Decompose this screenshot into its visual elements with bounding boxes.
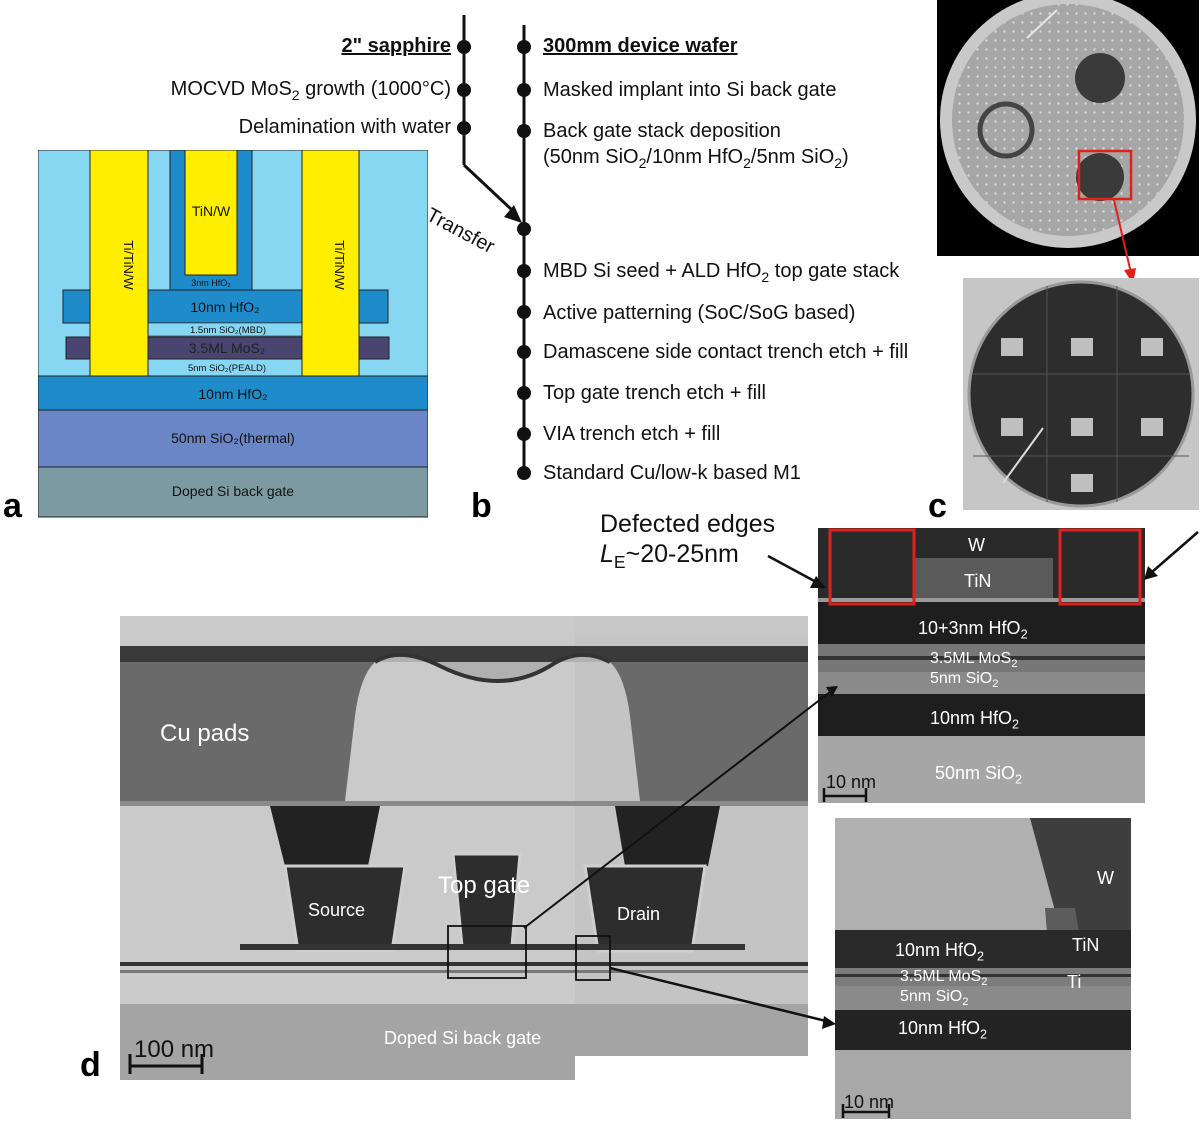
panel-a-svg: TiN/W 3nm HfO₂ 10nm HfO₂ 1.5nm SiO₂(MBD)… [37,149,429,518]
tem-inset-bottom [835,818,1131,1119]
label-top-gate: Top gate [438,872,531,899]
defect-box-left [828,528,916,606]
tem-inset-top [818,528,1145,803]
panel-label-c: c [928,487,947,525]
label-source: Source [308,900,366,920]
flow-right-step-3b: (50nm SiO2/10nm HfO2/5nm SiO2) [543,146,849,171]
label-drain: Drain [617,904,661,924]
inset-top-label-hfo2-bottom: 10nm HfO2 [930,708,1020,732]
panel-b-flow-lines [457,15,531,480]
panel-a-stack-diagram: TiN/W 3nm HfO₂ 10nm HfO₂ 1.5nm SiO₂(MBD)… [37,149,429,518]
zoom-box-top-gate [447,925,527,979]
label-hfo2-3nm: 3nm HfO₂ [191,278,231,288]
inset-bottom-label-hfo2-top: 10nm HfO2 [895,940,985,964]
layer-doped-si [37,466,429,518]
inset-top-label-sio2: 5nm SiO2 [930,670,999,691]
flow-right-step-3: Back gate stack deposition [543,120,781,142]
inset-top-label-tin: TiN [964,571,992,591]
flow-left-step-3: Delamination with water [238,116,451,138]
panel-label-d: d [80,1046,101,1084]
inset-bottom-label-w: W [1097,868,1114,888]
label-ti-tin-w-right: Ti/TiN/W [332,240,347,290]
label-tin-w: TiN/W [192,203,231,219]
label-scale-100nm: 100 nm [134,1036,215,1063]
label-defected-edges: Defected edges [600,510,776,538]
flow-right-step-7: Top gate trench etch + fill [543,382,766,404]
inset-top-label-hfo2-top: 10+3nm HfO2 [918,618,1028,642]
label-sio2-peald: 5nm SiO₂(PEALD) [188,363,266,374]
label-cu-pads: Cu pads [160,720,250,747]
flow-right-step-8: VIA trench etch + fill [543,423,721,445]
tem-main-image [120,616,808,1080]
inset-top-scale: 10 nm [826,772,877,792]
inset-top-label-w: W [968,535,985,555]
flow-right-step-2: Masked implant into Si back gate [543,79,837,101]
panel-label-b: b [471,487,492,525]
transfer-arrow-head [504,205,522,223]
label-ti-tin-w-left: Ti/TiN/W [121,240,136,290]
inset-top-label-mos2: 3.5ML MoS2 [930,650,1018,671]
flow-right-step-4: MBD Si seed + ALD HfO2 top gate stack [543,260,900,285]
zoom-box-edge [575,935,611,981]
defect-box-right [1058,528,1142,606]
flow-left-step-1: 2" sapphire [341,35,451,57]
label-sio2-thermal: 50nm SiO₂(thermal) [171,430,295,446]
layer-top-gate-tin-w [184,149,238,276]
inset-bottom-label-hfo2-bottom: 10nm HfO2 [898,1018,988,1042]
inset-top-label-sio2-50: 50nm SiO2 [935,763,1023,787]
label-edge-length: LE~20-25nm [600,540,739,572]
flow-left-step-2: MOCVD MoS2 growth (1000°C) [170,78,451,103]
flow-right-step-9: Standard Cu/low-k based M1 [543,462,801,484]
label-hfo2-10nm-top: 10nm HfO₂ [190,299,259,315]
inset-bottom-label-ti: Ti [1067,972,1082,992]
inset-bottom-label-mos2: 3.5ML MoS2 [900,968,988,989]
inset-bottom-label-tin: TiN [1072,935,1100,955]
label-sio2-mbd: 1.5nm SiO₂(MBD) [190,325,266,336]
wafer-zoom-box [1077,149,1133,201]
flow-right-step-6: Damascene side contact trench etch + fil… [543,341,909,363]
label-mos2: 3.5ML MoS₂ [189,340,266,356]
panel-label-a: a [3,487,22,525]
flow-right-step-1: 300mm device wafer [543,35,738,57]
label-doped-si: Doped Si back gate [172,483,294,499]
label-doped-si-tem: Doped Si back gate [384,1028,542,1048]
wafer-photo [937,0,1199,256]
contact-right-ti-tin-w [301,149,360,377]
label-hfo2-10nm-bottom: 10nm HfO₂ [198,386,267,402]
layer-sio2-thermal [37,409,429,468]
inset-bottom-scale: 10 nm [844,1092,895,1112]
inset-bottom-label-sio2: 5nm SiO2 [900,988,969,1009]
wafer-zoom-photo [963,278,1199,510]
flow-right-step-5: Active patterning (SoC/SoG based) [543,302,856,324]
